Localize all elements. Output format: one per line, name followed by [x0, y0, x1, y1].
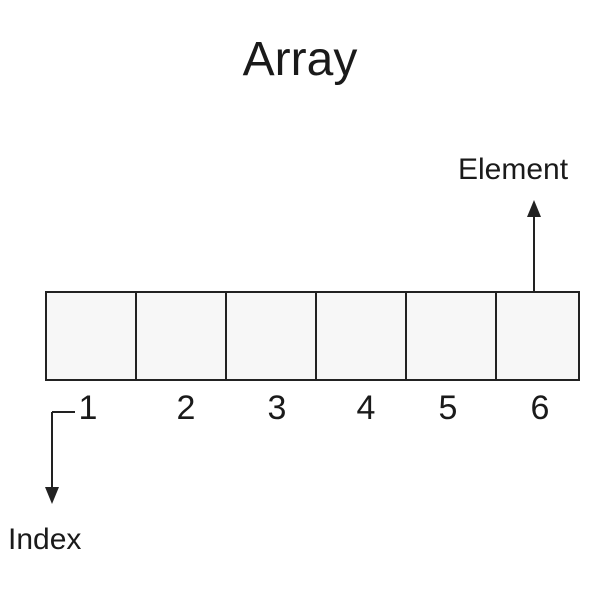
diagram-title: Array — [242, 33, 358, 86]
index-number-1: 1 — [78, 389, 98, 427]
array-cell-3 — [227, 293, 317, 379]
index-number-5: 5 — [438, 389, 458, 427]
index-number-2: 2 — [176, 389, 196, 427]
index-number-6: 6 — [530, 389, 550, 427]
index-arrow — [45, 411, 75, 504]
element-arrow — [527, 200, 541, 291]
element-label: Element — [458, 153, 569, 186]
array-cell-2 — [137, 293, 227, 379]
index-number-3: 3 — [267, 389, 287, 427]
array-cell-6 — [497, 293, 580, 379]
array-cell-4 — [317, 293, 407, 379]
index-number-4: 4 — [356, 389, 376, 427]
array-cell-5 — [407, 293, 497, 379]
array-boxes — [45, 291, 580, 381]
index-label: Index — [8, 523, 82, 556]
array-cell-1 — [47, 293, 137, 379]
